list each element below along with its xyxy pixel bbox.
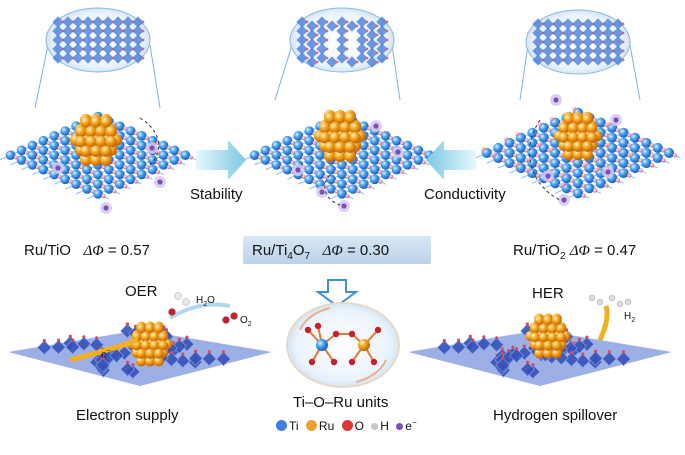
legend-ti: Ti xyxy=(289,419,299,433)
label-ti-o-ru-units: Ti–O–Ru units xyxy=(293,394,389,411)
arrow-conductivity xyxy=(426,140,476,180)
legend-ru: Ru xyxy=(318,419,335,433)
her-molecules xyxy=(588,294,632,342)
o-legend-icon xyxy=(341,420,353,431)
oer-molecules xyxy=(69,292,238,363)
ru-legend-icon xyxy=(305,420,317,431)
highlight-box xyxy=(243,236,431,264)
label-stability: Stability xyxy=(190,186,243,203)
slab-ru-tio2 xyxy=(475,94,681,206)
legend-h: H xyxy=(380,419,389,433)
atom-legend: Ti Ru O H e− xyxy=(272,418,417,433)
label-o2: O2 xyxy=(240,315,252,329)
arrow-stability xyxy=(196,140,246,180)
zoom-bubble-center xyxy=(274,7,401,101)
label-ru-ti4o7: Ru/Ti4O7 ΔΦ = 0.30 xyxy=(252,242,390,262)
label-h2o: H2O xyxy=(196,295,215,309)
zoom-bubble-left xyxy=(34,7,161,109)
label-electron-supply: Electron supply xyxy=(76,407,179,424)
zoom-bubble-right xyxy=(519,9,641,101)
polyhedra-slab-right xyxy=(408,313,672,386)
label-electron: e− xyxy=(101,348,111,361)
label-h2: H2 xyxy=(624,311,636,325)
down-arrow xyxy=(314,279,360,308)
polyhedra-slab-left xyxy=(8,321,272,386)
legend-e: e− xyxy=(405,418,417,433)
h-legend-icon xyxy=(371,423,379,430)
label-her: HER xyxy=(532,285,564,302)
slab-ru-ti4o7 xyxy=(243,109,441,212)
legend-o: O xyxy=(354,419,364,433)
slab-ru-tio xyxy=(0,111,197,214)
ti-o-ru-unit-bubble xyxy=(286,302,400,388)
label-ru-tio: Ru/TiO ΔΦ = 0.57 xyxy=(24,242,150,259)
label-conductivity: Conductivity xyxy=(424,186,506,203)
label-hydrogen-spillover: Hydrogen spillover xyxy=(493,407,618,424)
ti-legend-icon xyxy=(276,420,287,431)
label-oer: OER xyxy=(125,283,158,300)
label-ru-tio2: Ru/TiO2 ΔΦ = 0.47 xyxy=(513,242,637,262)
e-legend-icon xyxy=(396,423,404,430)
